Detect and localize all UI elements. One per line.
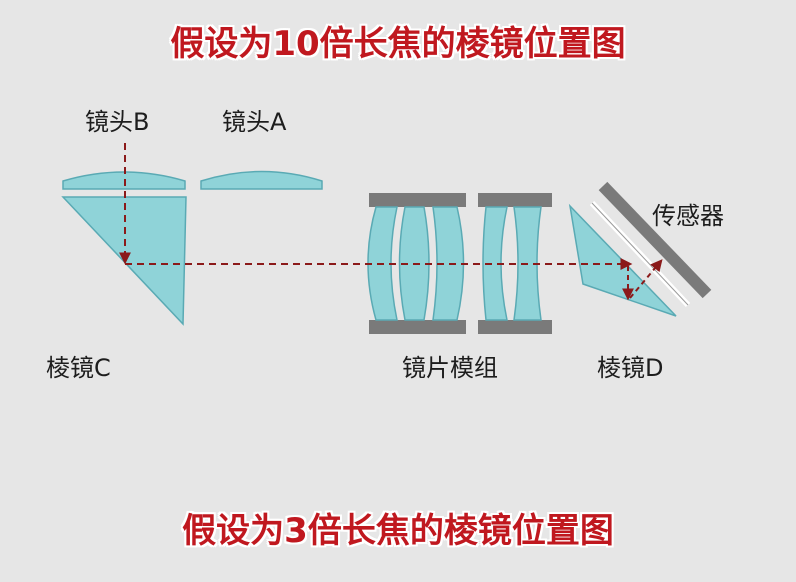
lens-a-shape: [200, 170, 323, 190]
sensor-cover-glass-edge: [591, 202, 689, 306]
lens-a-label: 镜头A: [222, 108, 287, 136]
prism-c-label: 棱镜C: [46, 354, 111, 382]
sensor-plate: [598, 181, 712, 299]
lens-group-housing-top-right: [478, 193, 552, 207]
lens-group-housing-bottom-right: [478, 320, 552, 334]
lens-element-3: [432, 206, 465, 321]
lens-group-label: 镜片模组: [402, 354, 498, 382]
lens-group-housing-bottom-left: [369, 320, 466, 334]
prism-d-label: 棱镜D: [597, 354, 664, 382]
sensor-label: 传感器: [652, 202, 724, 230]
lens-b-label: 镜头B: [85, 108, 150, 136]
page-title-3x: 假设为3倍长焦的棱镜位置图: [182, 511, 614, 551]
lens-element-4: [482, 206, 508, 321]
page-title-10x: 假设为10倍长焦的棱镜位置图: [170, 24, 626, 64]
light-path-to-sensor: [629, 259, 663, 299]
lens-group-housing-top-left: [369, 193, 466, 207]
